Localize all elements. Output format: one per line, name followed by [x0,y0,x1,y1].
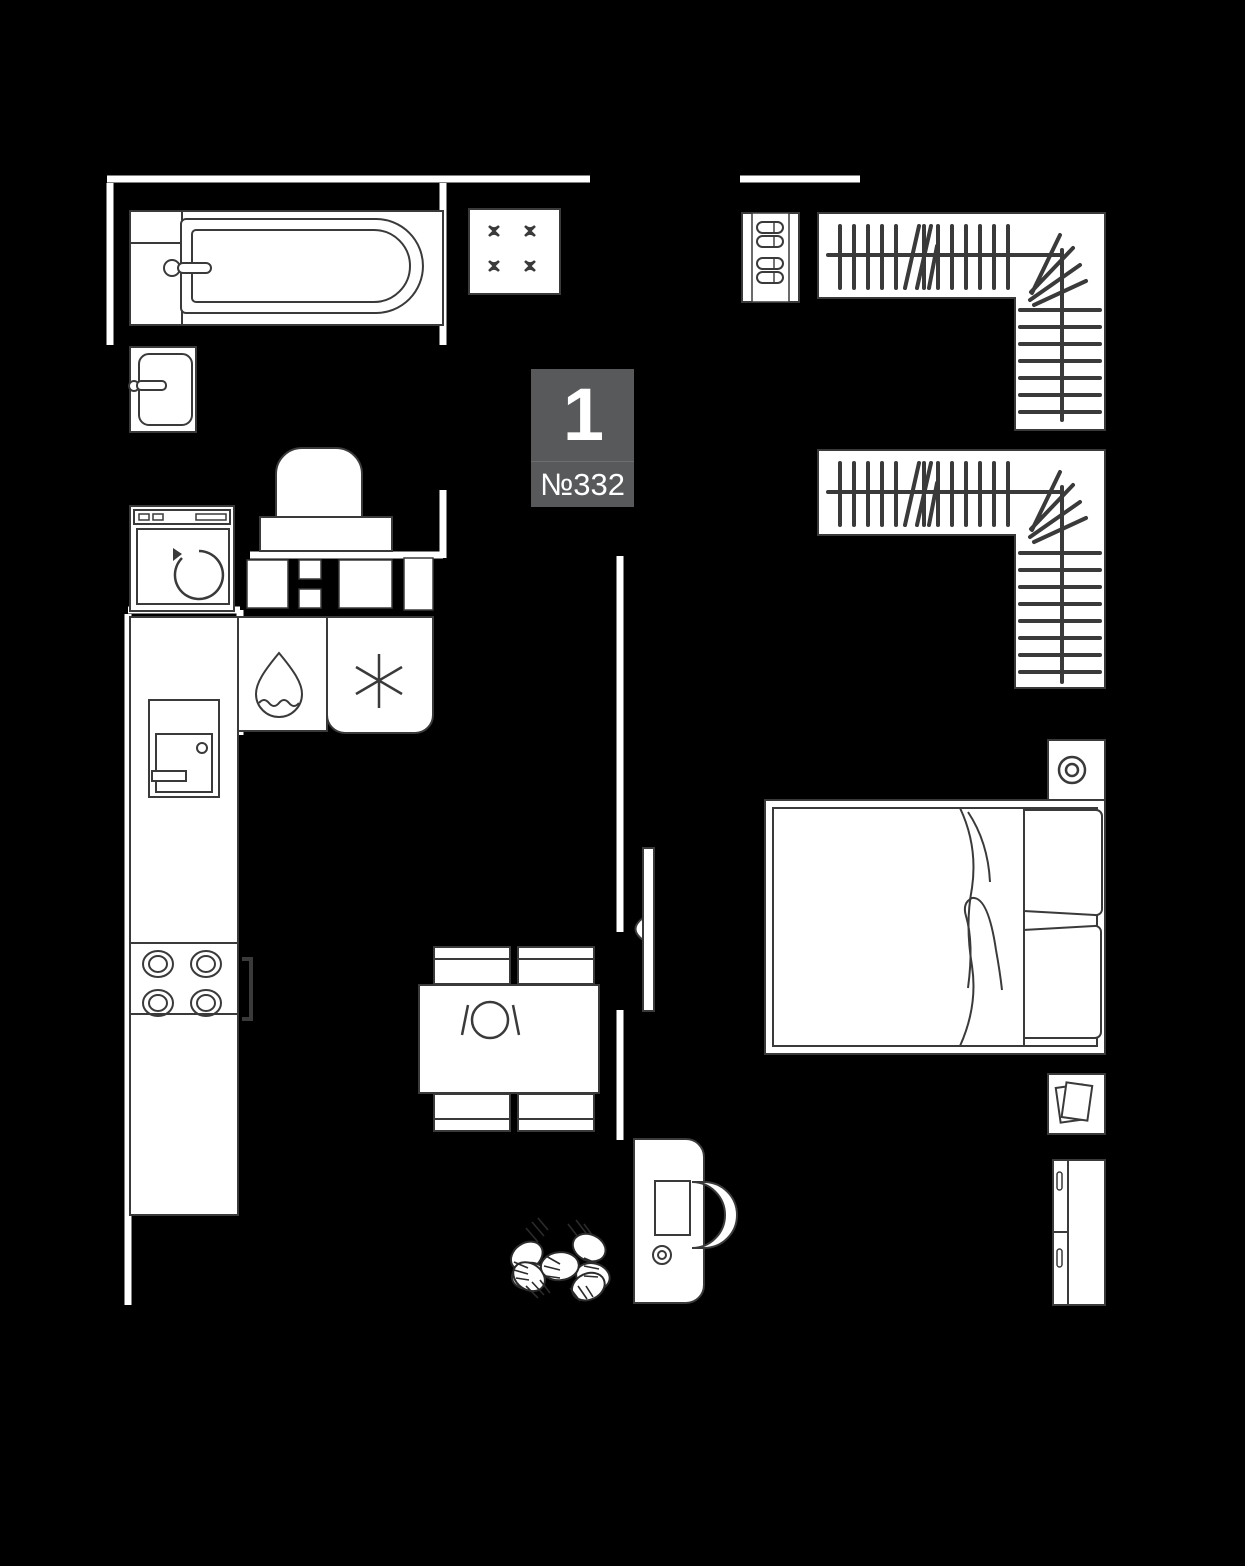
monstera-plant-icon [509,1217,611,1302]
bedroom-group [764,739,1106,1306]
shoes-icon [741,212,800,303]
snowflake-icon [355,654,403,708]
hanging-clothes-icon [826,461,1102,684]
chair-icon [691,1181,738,1249]
monitor-icon [654,1180,691,1236]
room-count: 1 [531,369,634,461]
sliding-door-icon [634,847,655,1012]
water-drop-icon [254,651,304,718]
apartment-badge: 1 №332 [531,369,634,507]
dining-chairs [433,946,595,1132]
nightstand-books [1047,1073,1106,1135]
sink-icon [128,346,197,433]
double-bed-icon [764,799,1106,1055]
dining-group [418,946,600,1132]
nightstand-lamp [1047,739,1106,801]
hanging-clothes-icon [826,224,1102,422]
kitchen-group [129,505,434,1216]
four-burner-icon [129,942,253,1021]
desk-group [633,1138,738,1304]
bathroom-group [128,210,444,552]
four-stools-icon [468,208,561,295]
oven-icon [148,699,220,798]
refrigerator [326,616,434,734]
upper-cabinets [246,557,434,611]
plate-cutlery-icon [460,1000,521,1040]
wardrobe-lower [817,449,1106,689]
wardrobe-upper [817,212,1106,431]
toilet-icon [259,447,393,552]
bathtub-icon [129,210,444,326]
cabinet-icon [1052,1159,1106,1306]
washing-machine-icon [129,505,235,612]
dining-table [418,984,600,1094]
apartment-number: №332 [531,461,634,507]
